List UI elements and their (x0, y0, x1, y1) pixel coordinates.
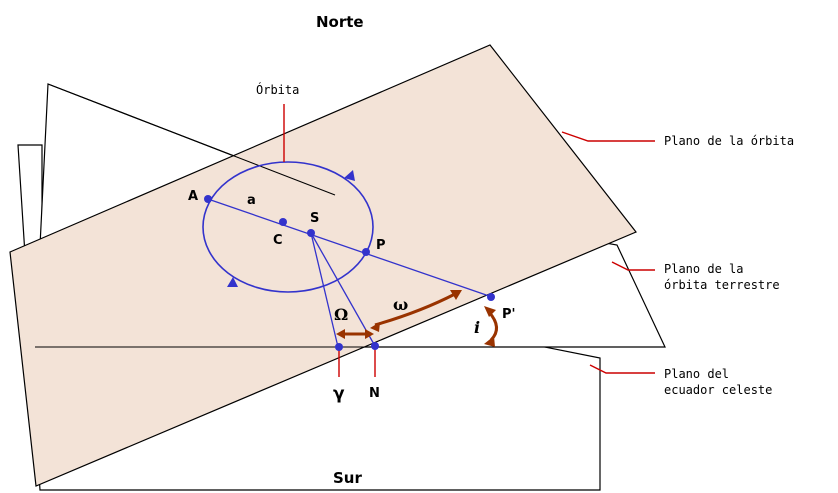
point-gamma-marker (335, 343, 343, 351)
label-n: N (369, 386, 380, 401)
point-a-marker (204, 195, 212, 203)
orbit-arrow-icon (227, 277, 238, 287)
south-title: Sur (333, 469, 362, 487)
orbit-label: Órbita (256, 82, 299, 97)
earth-orbit-plane-label-2: órbita terrestre (664, 278, 780, 292)
label-p-prime: P' (502, 307, 516, 322)
point-s-marker (307, 229, 315, 237)
arrow-head-icon (484, 306, 496, 317)
arrow-head-icon (484, 336, 495, 347)
label-perihelion-arg: ω (393, 295, 408, 314)
equator-plane-label-1: Plano del (664, 367, 729, 381)
ecliptic-edge (47, 83, 336, 196)
sun-to-node-line (310, 232, 376, 347)
sun-to-gamma-line (310, 232, 339, 348)
arrow-head-icon (370, 322, 380, 332)
label-inclination: i (474, 318, 480, 337)
orbit-plane-label: Plano de la órbita (664, 134, 794, 148)
label-s: S (310, 211, 319, 226)
arrow-head-icon (450, 290, 462, 300)
point-c-marker (279, 218, 287, 226)
equator-plane-label-2: ecuador celeste (664, 383, 772, 397)
orbit-arrow-icon (344, 170, 355, 181)
label-c: C (273, 233, 283, 248)
label-node-longitude: Ω (334, 305, 348, 324)
arrow-left-icon (336, 329, 345, 339)
perihelion-arg-arc (374, 292, 456, 327)
point-p-marker (362, 248, 370, 256)
arrow-right-icon (365, 329, 374, 339)
equator-plane-callout (589, 364, 655, 374)
orbit-ellipse (202, 161, 374, 293)
label-p: P (376, 238, 386, 253)
earth-orbit-plane-label-1: Plano de la (664, 262, 743, 276)
label-gamma: γ (333, 384, 345, 404)
label-semi-axis: a (247, 193, 256, 208)
apsidal-line (204, 197, 493, 298)
point-n-marker (371, 342, 379, 350)
north-title: Norte (316, 13, 364, 31)
point-p-prime-marker (487, 293, 495, 301)
orbit-plane (9, 44, 637, 487)
earth-orbit-plane-callout (611, 261, 655, 271)
label-a: A (188, 189, 198, 204)
orbit-plane-callout (561, 131, 655, 142)
